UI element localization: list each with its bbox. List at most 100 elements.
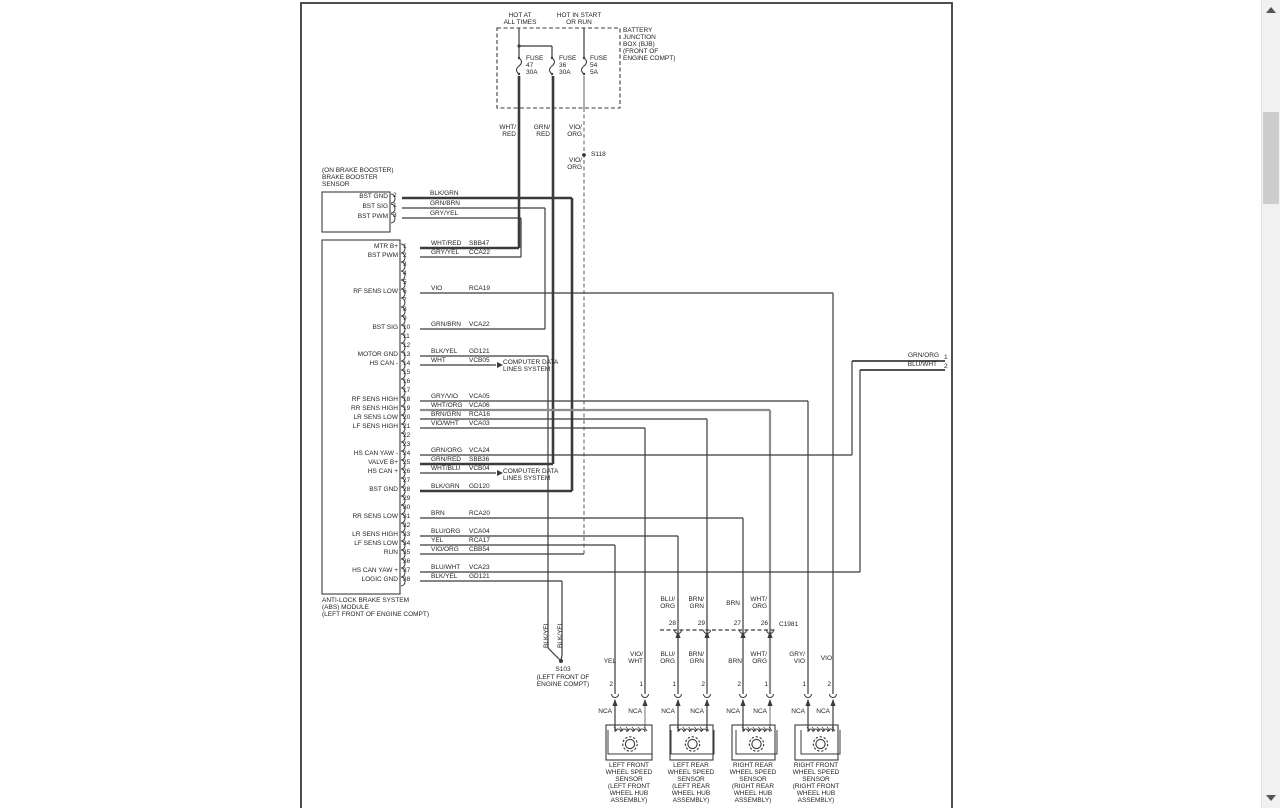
drop-pin-number: 1 (639, 681, 643, 688)
pin-number: 24 (403, 450, 411, 457)
scroll-up-button[interactable] (1262, 2, 1280, 18)
coil-icon (742, 728, 771, 733)
coil-hatch (763, 726, 767, 732)
pin-label: BST PWM (367, 252, 398, 259)
circuit-id-label: GD121 (469, 573, 490, 580)
nca-label: NCA (661, 708, 675, 715)
fuse-terminal (582, 72, 586, 76)
circuit-id-label: RCA16 (469, 411, 490, 418)
pin-label: RF SENS HIGH (351, 396, 398, 403)
nca-label: NCA (753, 708, 767, 715)
pin-label: LF SENS LOW (354, 540, 398, 547)
wire-color-label: VIO (431, 285, 443, 292)
pin-number: 35 (403, 549, 411, 556)
nca-label: NCA (690, 708, 704, 715)
connector-arrow-icon (830, 699, 836, 706)
wheel-sensor-box (731, 724, 776, 761)
pin-label: LOGIC GND (361, 576, 398, 583)
coil-hatch (816, 726, 821, 732)
scroll-up-icon (1266, 7, 1276, 13)
connector-arrow-icon (704, 699, 710, 706)
connector-cup-icon (611, 693, 619, 698)
exit-blu-wht: BLU/WHT (907, 361, 937, 368)
pin-number: 37 (403, 567, 411, 574)
pin-number: 36 (403, 558, 411, 565)
circuit-id-label: CBB54 (469, 546, 490, 553)
pin-number: 29 (403, 495, 411, 502)
circuit-id-label: VCB05 (469, 357, 490, 364)
pin-number: 6 (403, 288, 407, 295)
sensor-inner-bracket (800, 730, 841, 755)
coil-hatch (821, 726, 826, 732)
pin-number: 17 (403, 387, 411, 394)
coil-hatch (682, 726, 687, 732)
circuit-id-label: VCA05 (469, 393, 490, 400)
tone-ring-hub-icon (815, 738, 826, 750)
pin-number: 26 (403, 468, 411, 475)
circuit-id-label: RCA19 (469, 285, 490, 292)
s103-wire-label: BLK/YEL (557, 621, 564, 648)
vertical-scrollbar[interactable] (1261, 0, 1280, 808)
exit-pin-1: 1 (944, 354, 948, 361)
fuse-36-label: FUSE 36 30A (559, 55, 577, 76)
booster-wire-color: GRN/BRN (430, 200, 460, 207)
wire-segment (547, 647, 561, 661)
coil-hatch (741, 726, 746, 732)
pin-number: 18 (403, 396, 411, 403)
sensor-inner-bracket (735, 730, 778, 755)
booster-pin-number: 1 (393, 202, 397, 209)
abs-module-label: ANTI-LOCK BRAKE SYSTEM (ABS) MODULE (LEF… (322, 597, 430, 618)
circuit-id-label: SBB47 (469, 240, 490, 247)
coil-hatch (768, 726, 773, 732)
pin-number: 31 (403, 513, 411, 520)
drop-wire-color: VIO (820, 655, 832, 662)
pin-label: VALVE B+ (368, 459, 398, 466)
wire-color-label: BLU/WHT (431, 564, 461, 571)
pin-number: 23 (403, 441, 411, 448)
connector-cup-icon (641, 693, 649, 698)
wire-color-label: BLU/ORG (431, 528, 461, 535)
wire-color-label: GRN/RED (431, 456, 461, 463)
booster-pin-number: 2 (393, 192, 397, 199)
pin-label: BST GND (369, 486, 398, 493)
wire-color-label: BLK/YEL (431, 573, 458, 580)
tone-ring-hub-icon (624, 738, 636, 750)
booster-pin-number: 3 (393, 212, 397, 219)
scroll-down-button[interactable] (1262, 790, 1280, 806)
connector-arrow-icon (767, 631, 773, 638)
wire-color-label: VIO/ORG (431, 546, 459, 553)
circuit-id-label: RCA17 (469, 537, 490, 544)
drop-pin-number: 1 (802, 681, 806, 688)
circuit-id-label: VCA23 (469, 564, 490, 571)
exit-pin-2: 2 (944, 363, 948, 370)
connector-arrow-icon (642, 699, 648, 706)
sensor-inner-bracket (607, 730, 653, 755)
tone-ring-icon (622, 736, 638, 752)
connector-cup-icon (829, 693, 837, 698)
connector-arrow-icon (740, 699, 746, 706)
page-border (300, 2, 953, 808)
bjb-label: BATTERY JUNCTION BOX (BJB) (FRONT OF ENG… (623, 27, 676, 62)
drop-pin-number: 2 (609, 681, 613, 688)
splice-s103-label: S103 (555, 666, 571, 673)
drop-pin-number: 2 (827, 681, 831, 688)
nca-label: NCA (791, 708, 805, 715)
connector-cup-icon (804, 693, 812, 698)
coil-hatch (688, 726, 692, 732)
data-arrow-icon (497, 470, 503, 476)
coil-icon (807, 728, 834, 733)
coil-hatch (757, 726, 762, 732)
wheel-sensor-name: LEFT FRONT WHEEL SPEED SENSOR (LEFT FRON… (605, 762, 653, 804)
pin-number: 34 (403, 540, 411, 547)
wire-color-label: GRY/VIO (431, 393, 458, 400)
pin-number: 1 (403, 243, 407, 250)
wire-color-label: BRN (431, 510, 445, 517)
pin-label: HS CAN + (367, 468, 398, 475)
circuit-id-label: GD121 (469, 348, 490, 355)
pin-number: 3 (403, 261, 407, 268)
wire-color-label: BLK/YEL (431, 348, 458, 355)
pin-number: 12 (403, 342, 411, 349)
pin-label: LF SENS HIGH (352, 423, 398, 430)
scrollbar-thumb[interactable] (1263, 112, 1279, 204)
